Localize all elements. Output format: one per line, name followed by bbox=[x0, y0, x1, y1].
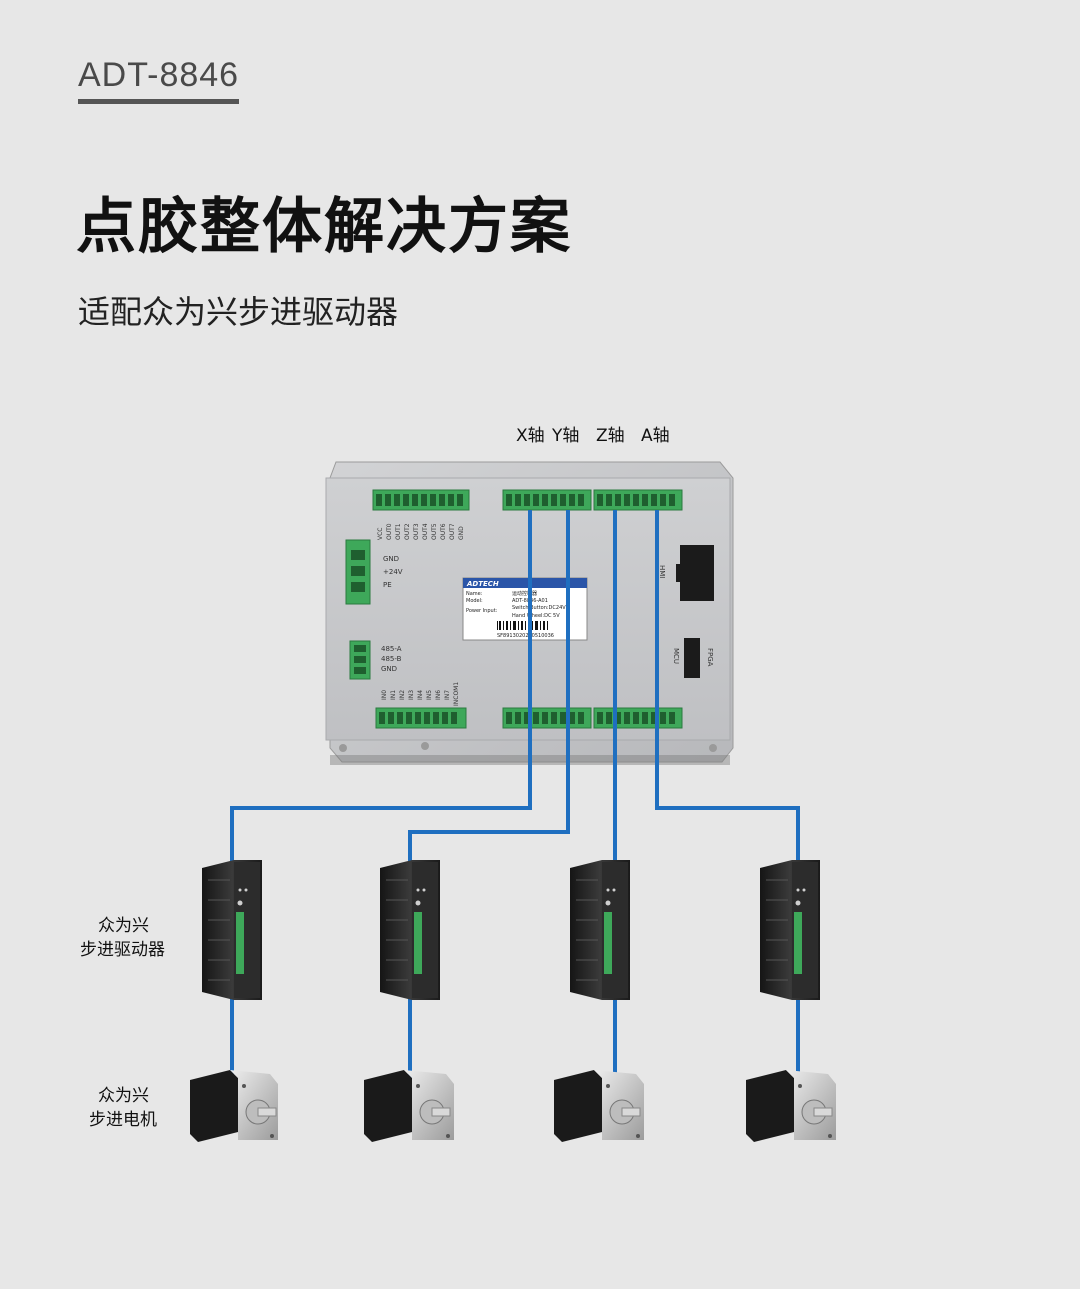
pin-label: IN3 bbox=[408, 690, 415, 700]
label-key: Model: bbox=[466, 598, 483, 604]
pin-label: OUT2 bbox=[404, 523, 411, 540]
pin-label: IN7 bbox=[444, 690, 451, 700]
pin-label: INCOM1 bbox=[453, 682, 460, 706]
input-terminal-block-right bbox=[593, 707, 683, 729]
signal-wires bbox=[230, 510, 800, 1078]
axis-label-z: Z轴 bbox=[596, 426, 625, 446]
mcu-fpga-connector: MCU FPGA bbox=[672, 638, 714, 678]
motor-label-line2: 步进电机 bbox=[89, 1110, 157, 1130]
power-pin-24v: +24V bbox=[383, 568, 403, 576]
input-terminal-block-mid bbox=[502, 707, 592, 729]
rs485-connector: 485-A 485-B GND bbox=[349, 640, 402, 680]
driver-label-line1: 众为兴 bbox=[98, 916, 149, 936]
power-connector: GND +24V PE bbox=[345, 539, 403, 605]
rs485-pin-gnd: GND bbox=[381, 665, 397, 673]
stepper-motor bbox=[746, 1070, 836, 1142]
input-terminal-block-left bbox=[375, 707, 467, 729]
pin-label: IN5 bbox=[426, 690, 433, 700]
axis-label-y: Y轴 bbox=[551, 426, 579, 446]
hmi-connector: HMI bbox=[658, 545, 714, 601]
wire-a-axis bbox=[655, 510, 800, 862]
pin-label: OUT1 bbox=[395, 523, 402, 540]
serial-number: SF8913020200510036 bbox=[497, 633, 554, 639]
pin-label: IN4 bbox=[417, 690, 424, 700]
motor-label-line1: 众为兴 bbox=[98, 1086, 149, 1106]
stepper-driver bbox=[760, 860, 820, 1000]
page-subtitle: 适配众为兴步进驱动器 bbox=[78, 293, 399, 331]
pin-label: VCC bbox=[377, 528, 384, 540]
stepper-motor bbox=[190, 1070, 278, 1142]
output-terminal-block bbox=[372, 489, 470, 511]
wire-x-axis bbox=[230, 510, 532, 862]
power-pin-pe: PE bbox=[383, 581, 392, 589]
axis-label-x: X轴 bbox=[516, 426, 545, 446]
mcu-label: MCU bbox=[672, 648, 680, 664]
pin-label: OUT3 bbox=[413, 523, 420, 540]
axis-terminal-block-xy bbox=[502, 489, 592, 511]
pin-label: OUT5 bbox=[431, 523, 438, 540]
label-value: Hand Wheel:DC 5V bbox=[512, 613, 560, 619]
stepper-driver bbox=[380, 860, 440, 1000]
axis-terminal-block-za bbox=[593, 489, 683, 511]
stepper-motor bbox=[364, 1070, 454, 1142]
brand-logo: ADTECH bbox=[466, 580, 499, 588]
wire-y-axis bbox=[408, 510, 570, 862]
pin-label: IN6 bbox=[435, 690, 442, 700]
pin-label: OUT6 bbox=[440, 523, 447, 540]
pin-label: GND bbox=[458, 526, 465, 540]
stepper-driver bbox=[202, 860, 262, 1000]
stepper-motor bbox=[554, 1070, 644, 1142]
rs485-pin-b: 485-B bbox=[381, 655, 402, 663]
label-value: 运动控制器 bbox=[512, 590, 537, 597]
pin-label: OUT4 bbox=[422, 523, 429, 540]
label-key: Power Input: bbox=[466, 608, 498, 614]
stepper-driver bbox=[570, 860, 630, 1000]
pin-label: IN0 bbox=[381, 690, 388, 700]
pin-label: OUT0 bbox=[386, 523, 393, 540]
pin-label: IN2 bbox=[399, 690, 406, 700]
axis-label-a: A轴 bbox=[641, 426, 670, 446]
pin-label: OUT7 bbox=[449, 523, 456, 540]
fpga-label: FPGA bbox=[706, 648, 714, 667]
power-pin-gnd: GND bbox=[383, 555, 399, 563]
model-underline bbox=[78, 99, 239, 104]
rs485-pin-a: 485-A bbox=[381, 645, 402, 653]
driver-label-line2: 步进驱动器 bbox=[80, 940, 165, 960]
label-key: Name: bbox=[466, 591, 483, 597]
model-name: ADT-8846 bbox=[78, 56, 240, 94]
page-title: 点胶整体解决方案 bbox=[76, 192, 572, 262]
hmi-label: HMI bbox=[658, 565, 666, 578]
pin-label: IN1 bbox=[390, 690, 397, 700]
label-value: Switch Button:DC24V bbox=[512, 605, 566, 611]
